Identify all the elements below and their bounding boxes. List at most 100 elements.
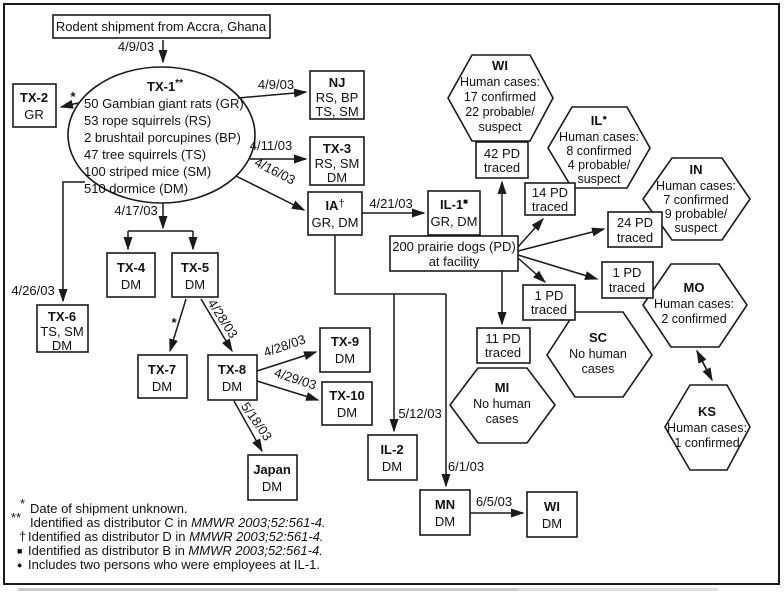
in-cases-line: Human cases: bbox=[656, 179, 736, 193]
ks-cases-line: Human cases: bbox=[667, 421, 747, 435]
il-cases-line: suspect bbox=[577, 172, 621, 186]
prairie-dog-facility-box: 200 prairie dogs (PD) at facility bbox=[389, 235, 519, 272]
arrow-facility-to-1pd-mo bbox=[517, 254, 599, 280]
ks-cases-line: 1 confirmed bbox=[674, 436, 739, 450]
tx8-shape bbox=[207, 354, 258, 401]
node-tx7: TX-7 DM bbox=[137, 354, 188, 399]
node-tx10: TX-10 DM bbox=[321, 381, 373, 426]
node-tx4: TX-4 DM bbox=[106, 252, 156, 298]
japan-shape bbox=[247, 454, 298, 501]
mo-cases-line: 2 confirmed bbox=[661, 312, 726, 326]
mi-cases-line: No human bbox=[473, 397, 531, 411]
footnote-marker-star: * bbox=[20, 496, 25, 511]
traced-box-1pd-sc: 1 PD traced bbox=[522, 284, 576, 321]
traced-count: 1 PD bbox=[535, 288, 564, 303]
ia-animals: GR, DM bbox=[312, 215, 359, 230]
il2-shape bbox=[367, 434, 418, 481]
date-ia-to-mn: 6/1/03 bbox=[448, 459, 484, 474]
il1-shape bbox=[427, 190, 481, 236]
arrow-tx5-to-tx8 bbox=[200, 298, 233, 353]
date-tx8-to-japan: 5/18/03 bbox=[238, 399, 275, 443]
page-edge-artifact bbox=[518, 588, 718, 591]
node-tx6: TX-6 TS, SM DM bbox=[36, 304, 89, 353]
arrow-tx8-to-japan bbox=[233, 400, 263, 453]
nj-title: NJ bbox=[329, 75, 346, 90]
tx6-title: TX-6 bbox=[48, 309, 76, 324]
tx7-animals: DM bbox=[152, 379, 172, 394]
hexagon-ks: KS Human cases: 1 confirmed bbox=[664, 384, 751, 471]
node-tx1: TX-1** 50 Gambian giant rats (GR) 53 rop… bbox=[67, 66, 256, 204]
footnote-text: Identified as distributor D in MMWR 2003… bbox=[28, 529, 324, 544]
traced-box-42pd: 42 PD traced bbox=[475, 141, 529, 179]
mi-state-label: MI bbox=[495, 380, 509, 395]
traced-count: 14 PD bbox=[532, 185, 568, 200]
node-nj: NJ RS, BP TS, SM bbox=[309, 70, 365, 120]
footnote-marker-square: ■ bbox=[17, 546, 22, 556]
node-tx8: TX-8 DM bbox=[207, 354, 258, 401]
tx7-title: TX-7 bbox=[148, 362, 176, 377]
traced-1pd-mo-shape bbox=[601, 261, 654, 299]
mn-animals: DM bbox=[435, 514, 455, 529]
traced-count: 1 PD bbox=[613, 265, 642, 280]
sc-state-label: SC bbox=[589, 330, 608, 345]
traced-box-1pd-mo: 1 PD traced bbox=[601, 261, 654, 299]
wi-hexagon-shape bbox=[447, 54, 554, 142]
japan-title: Japan bbox=[253, 462, 291, 477]
wi-dm-shape bbox=[526, 491, 578, 538]
tx8-animals: DM bbox=[222, 379, 242, 394]
in-cases-line: 9 probable/ bbox=[665, 207, 728, 221]
tx2-animals: GR bbox=[24, 107, 44, 122]
ia-title: IA† bbox=[325, 198, 344, 213]
il-cases-line: 8 confirmed bbox=[566, 144, 631, 158]
hexagon-mi: MI No human cases bbox=[449, 367, 556, 444]
footnote-text: Identified as distributor B in MMWR 2003… bbox=[28, 543, 323, 558]
wi-dm-title: WI bbox=[544, 499, 560, 514]
hexagon-il: IL● Human cases: 8 confirmed 4 probable/… bbox=[547, 106, 651, 189]
date-unknown-tx7: * bbox=[171, 315, 177, 330]
tx1-item: 100 striped mice (SM) bbox=[84, 164, 211, 179]
traced-label: traced bbox=[531, 302, 567, 317]
wi-state-label: WI bbox=[492, 58, 508, 73]
date-tx8-to-tx9: 4/28/03 bbox=[262, 332, 308, 360]
arrow-facility-to-14pd bbox=[517, 217, 544, 248]
japan-animals: DM bbox=[262, 479, 282, 494]
traced-label: traced bbox=[485, 345, 521, 360]
shipment-box-shape bbox=[52, 14, 271, 39]
tx3-animals: DM bbox=[327, 170, 347, 185]
tx8-title: TX-8 bbox=[218, 362, 246, 377]
date-ia-to-il1: 4/21/03 bbox=[369, 196, 412, 211]
date-tx1-to-tx6: 4/26/03 bbox=[11, 283, 54, 298]
tx2-title: TX-2 bbox=[20, 90, 48, 105]
mn-title: MN bbox=[435, 497, 455, 512]
tx5-shape bbox=[171, 252, 219, 298]
footnote-text: Date of shipment unknown. bbox=[30, 501, 188, 516]
il-cases-line: 4 probable/ bbox=[568, 158, 631, 172]
tx1-item: 53 rope squirrels (RS) bbox=[84, 113, 211, 128]
nj-animals: RS, BP bbox=[316, 90, 359, 105]
node-il2: IL-2 DM bbox=[367, 434, 418, 481]
date-shipment-to-tx1: 4/9/03 bbox=[118, 39, 154, 54]
ks-hexagon-shape bbox=[664, 384, 751, 471]
il1-footnote-square: ■ bbox=[463, 197, 468, 206]
footnote-marker-circle: ● bbox=[17, 560, 22, 570]
tx4-shape bbox=[106, 252, 156, 298]
tx1-ellipse-shape bbox=[67, 66, 256, 204]
date-unknown-tx2: * bbox=[70, 89, 76, 104]
nj-animals: TS, SM bbox=[315, 104, 358, 119]
date-tx1-to-tx4-tx5: 4/17/03 bbox=[114, 203, 157, 218]
tx5-title: TX-5 bbox=[181, 260, 209, 275]
hexagon-in: IN Human cases: 7 confirmed 9 probable/ … bbox=[642, 157, 751, 241]
tx6-shape bbox=[36, 304, 89, 353]
tx2-shape bbox=[12, 83, 57, 128]
tx10-shape bbox=[321, 381, 373, 426]
connector-ia-branch bbox=[334, 235, 446, 295]
il-state-label: IL● bbox=[591, 113, 608, 128]
tx1-item: 510 dormice (DM) bbox=[84, 181, 188, 196]
facility-line: 200 prairie dogs (PD) bbox=[392, 239, 516, 254]
in-cases-line: suspect bbox=[674, 221, 718, 235]
tx1-title: TX-1** bbox=[147, 78, 183, 94]
footnote-text: Identified as distributor C in MMWR 2003… bbox=[30, 515, 326, 530]
in-state-label: IN bbox=[690, 162, 703, 177]
traced-count: 24 PD bbox=[617, 215, 653, 230]
